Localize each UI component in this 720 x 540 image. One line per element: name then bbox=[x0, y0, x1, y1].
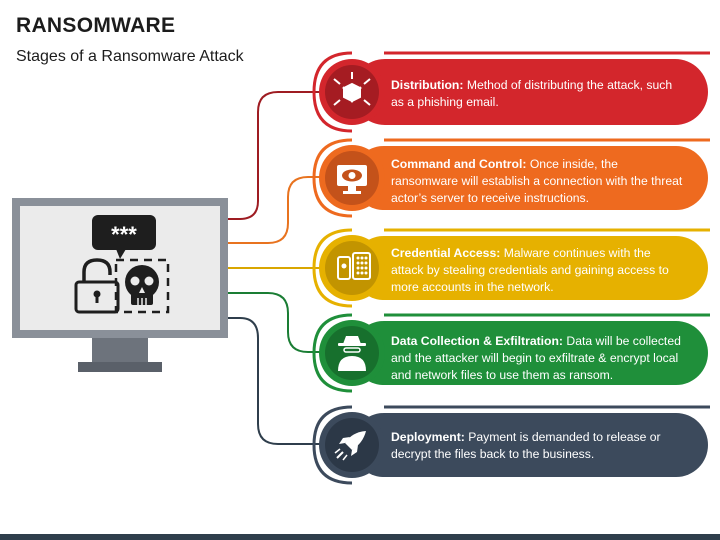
stage-description: Once inside, the ransomware will establi… bbox=[391, 157, 683, 205]
rocket-icon bbox=[334, 431, 366, 461]
page-subtitle: Stages of a Ransomware Attack bbox=[16, 48, 244, 65]
stage-description: Payment is demanded to release or decryp… bbox=[391, 430, 661, 461]
stage-heading: Command and Control: bbox=[391, 157, 527, 171]
stage-heading: Distribution: bbox=[391, 78, 464, 92]
stage-deployment bbox=[312, 405, 710, 485]
password-dots: *** bbox=[111, 222, 137, 247]
stage-credential-access bbox=[312, 228, 710, 308]
footer-bar bbox=[0, 534, 720, 540]
connector-data-collection bbox=[228, 292, 334, 353]
stage-heading: Data Collection & Exfiltration: bbox=[391, 334, 563, 348]
stage-description: Data will be collected and the attacker … bbox=[391, 334, 681, 382]
connector-deployment bbox=[228, 317, 334, 445]
stage-command-control-text: Command and Control: Once inside, the ra… bbox=[391, 156, 683, 207]
monitor-eye-icon bbox=[337, 165, 367, 194]
connector-command-control bbox=[228, 176, 334, 244]
spy-agent-icon bbox=[338, 336, 366, 371]
stage-data-collection-text: Data Collection & Exfiltration: Data wil… bbox=[391, 333, 683, 384]
phone-keypad-icon bbox=[337, 252, 371, 280]
stage-heading: Deployment: bbox=[391, 430, 465, 444]
skull-icon bbox=[114, 258, 170, 314]
stage-description: Malware continues with the attack by ste… bbox=[391, 246, 669, 294]
unlocked-padlock-icon bbox=[74, 258, 120, 314]
stage-command-control bbox=[312, 138, 710, 218]
stage-credential-access-text: Credential Access: Malware continues wit… bbox=[391, 245, 683, 296]
box-distribution-icon bbox=[333, 72, 371, 106]
stage-deployment-text: Deployment: Payment is demanded to relea… bbox=[391, 429, 683, 463]
stage-distribution-text: Distribution: Method of distributing the… bbox=[391, 77, 683, 111]
stage-distribution bbox=[312, 51, 710, 133]
page-title: RANSOMWARE bbox=[16, 14, 176, 37]
chat-bubble-icon: *** bbox=[92, 215, 156, 259]
stage-data-collection bbox=[312, 313, 710, 393]
stage-description: Method of distributing the attack, such … bbox=[391, 78, 673, 109]
stage-heading: Credential Access: bbox=[391, 246, 501, 260]
connector-distribution bbox=[228, 91, 334, 220]
